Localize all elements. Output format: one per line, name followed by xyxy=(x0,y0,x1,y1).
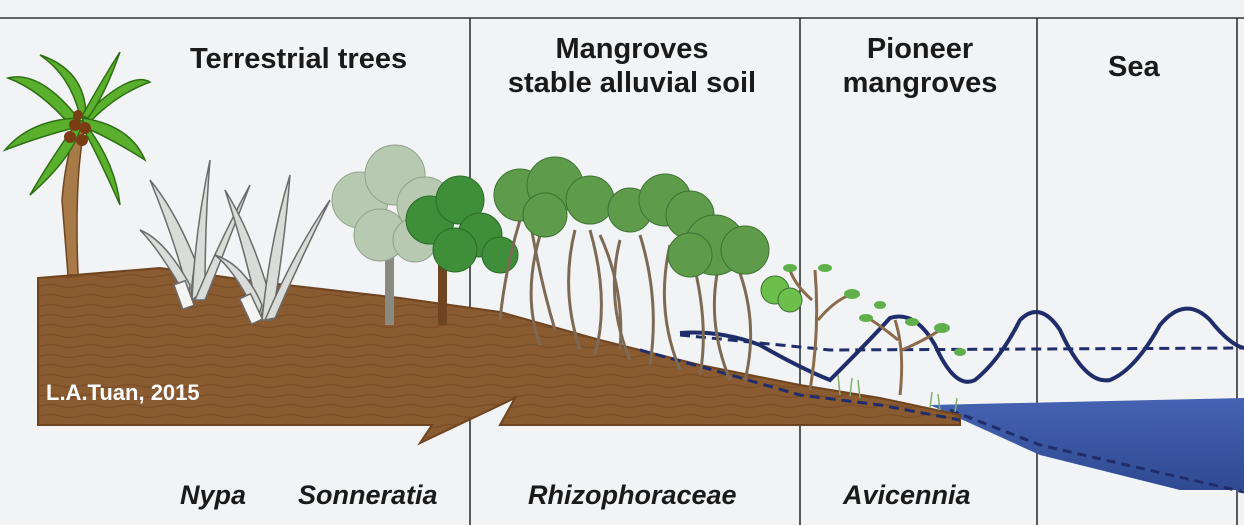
zone-title-mangroves-line2: stable alluvial soil xyxy=(497,66,767,100)
species-label-rhizophoraceae: Rhizophoraceae xyxy=(528,480,737,512)
species-label-nypa: Nypa xyxy=(180,480,246,512)
zone-title-pioneer-line1: Pioneer xyxy=(820,32,1020,66)
species-label-avicennia: Avicennia xyxy=(843,480,971,512)
palm-tree-icon xyxy=(5,52,150,275)
soil-wedge xyxy=(38,268,960,443)
zone-title-sea: Sea xyxy=(1108,50,1160,84)
sea-water xyxy=(930,398,1244,492)
species-label-sonneratia: Sonneratia xyxy=(298,480,438,512)
zone-title-pioneer: Pioneer mangroves xyxy=(820,32,1020,100)
zone-title-mangroves-line1: Mangroves xyxy=(497,32,767,66)
pioneer-tree-icon xyxy=(783,264,966,412)
author-credit: L.A.Tuan, 2015 xyxy=(46,380,200,406)
zone-title-terrestrial: Terrestrial trees xyxy=(190,42,407,76)
wave-icon xyxy=(680,309,1244,382)
zone-title-pioneer-line2: mangroves xyxy=(820,66,1020,100)
zone-title-mangroves: Mangroves stable alluvial soil xyxy=(497,32,767,100)
